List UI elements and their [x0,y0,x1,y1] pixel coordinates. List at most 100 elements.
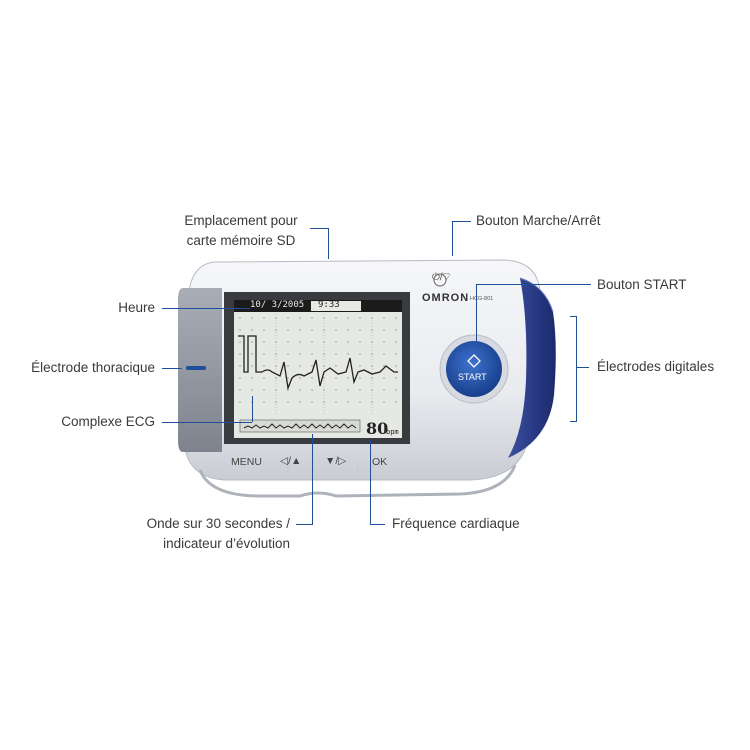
grid-dot [359,353,361,355]
ecg-grid [239,314,397,416]
grid-dot [335,353,337,355]
grid-dot [395,365,397,367]
grid-dot [299,353,301,355]
grid-dot [395,389,397,391]
start-button [446,341,502,397]
grid-dot [251,317,253,319]
grid-dot [383,329,385,331]
grid-dot [383,377,385,379]
grid-dot [287,341,289,343]
grid-dot [359,401,361,403]
grid-dot [251,377,253,379]
grid-dot [383,341,385,343]
grid-dot [347,389,349,391]
grid-dot [263,389,265,391]
grid-dot [287,317,289,319]
grid-dot [359,377,361,379]
trend-waveform [243,423,357,429]
grid-dot [251,365,253,367]
label-wave-line2: indicateur d’évolution [163,536,290,551]
leader-finger-bracket [570,316,577,422]
menu-button[interactable]: MENU [231,456,262,468]
grid-dot [347,353,349,355]
label-wave-line1: Onde sur 30 secondes / [146,516,290,531]
grid-dot [251,389,253,391]
grid-dot [347,329,349,331]
heart-rate-unit: bpm [386,428,399,436]
screen-time: 9:33 [318,300,340,310]
brand-logo: OMRON [422,292,470,304]
grid-dot [383,317,385,319]
grid-dot [359,365,361,367]
leader-start [476,284,591,341]
grid-dot [311,377,313,379]
grid-dot [335,389,337,391]
grid-dot [263,329,265,331]
grid-dot [395,329,397,331]
ecg-trace [238,335,398,391]
grid-dot [263,317,265,319]
grid-dot [359,329,361,331]
label-sd-slot: Emplacement pour carte mémoire SD [176,211,306,251]
leader-chest [162,368,182,369]
grid-dot [335,401,337,403]
grid-dot [347,401,349,403]
grid-dot [287,329,289,331]
start-diamond-icon [467,354,481,368]
grid-dot [251,353,253,355]
grid-dot [383,353,385,355]
left-up-button[interactable]: ◁/▲ [280,455,302,467]
grid-dot [251,341,253,343]
grid-dot [395,401,397,403]
grid-dot [383,389,385,391]
start-button-label[interactable]: START [458,372,487,382]
chest-electrode [186,366,206,370]
trend-strip-frame [239,419,361,433]
grid-dot [299,389,301,391]
grid-dot [287,365,289,367]
down-right-button[interactable]: ▼/▷ [325,455,347,467]
label-finger-electrodes: Électrodes digitales [597,359,715,374]
grid-dot [299,329,301,331]
grid-dot [239,353,241,355]
grid-dot [347,341,349,343]
device-bottom-edge [198,464,517,498]
grid-dot [263,353,265,355]
grid-dot [395,341,397,343]
grid-dot [347,317,349,319]
grid-dot [287,353,289,355]
grid-dot [299,401,301,403]
grid-dot [347,377,349,379]
grid-dot [395,317,397,319]
grid-dot [251,329,253,331]
grid-dot [335,317,337,319]
grid-dot [239,317,241,319]
label-time: Heure [118,300,155,315]
grid-dot [311,317,313,319]
leader-wave [296,434,313,525]
power-button[interactable]: ⏻/♡ [432,272,451,283]
grid-dot [311,401,313,403]
label-chest-electrode: Électrode thoracique [31,360,155,375]
power-button-ring [433,273,447,287]
label-ecg-complex: Complexe ECG [61,414,155,429]
leader-power [452,221,471,256]
ok-button[interactable]: OK [372,456,388,468]
grid-dot [335,341,337,343]
grid-dot [395,377,397,379]
label-power-button: Bouton Marche/Arrêt [476,213,601,228]
model-number: HCG-801 [470,296,494,302]
grid-dot [383,365,385,367]
grid-dot [299,341,301,343]
grid-dot [359,341,361,343]
grid-dot [395,353,397,355]
grid-dot [335,377,337,379]
grid-dot [383,401,385,403]
heart-rate-value: 80 [366,419,389,438]
leader-time [162,308,250,309]
grid-dot [239,365,241,367]
grid-dot [299,365,301,367]
grid-dot [263,377,265,379]
grid-dot [287,377,289,379]
